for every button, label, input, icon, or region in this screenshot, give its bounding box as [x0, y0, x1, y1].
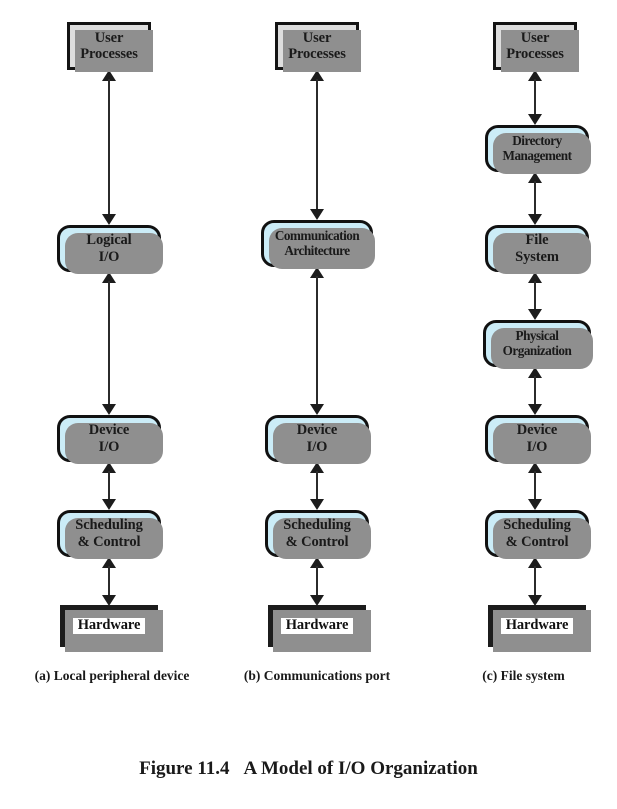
arrowhead-up-icon	[528, 172, 542, 183]
col-c-subcaption: (c) File system	[482, 668, 565, 683]
col-c-arrow-device-io-to-scheduling	[528, 462, 542, 510]
arrowhead-down-icon	[102, 499, 116, 510]
col-a-subcaption: (a) Local peripheral device	[34, 668, 190, 683]
arrowhead-down-icon	[528, 309, 542, 320]
node-label: User Processes	[288, 29, 346, 62]
node-label: Scheduling & Control	[75, 517, 143, 550]
col-a-node-hardware: Hardware	[60, 605, 163, 652]
arrowhead-down-icon	[528, 595, 542, 606]
col-c-node-file-system: File System	[485, 225, 591, 274]
arrowhead-down-icon	[310, 404, 324, 415]
arrowhead-down-icon	[310, 499, 324, 510]
arrowhead-down-icon	[102, 214, 116, 225]
arrowhead-down-icon	[102, 595, 116, 606]
arrowhead-up-icon	[102, 70, 116, 81]
node-label: Device I/O	[88, 422, 130, 455]
arrowhead-down-icon	[528, 114, 542, 125]
node-label: Device I/O	[296, 422, 338, 455]
node-label: Logical I/O	[86, 232, 132, 265]
col-b-node-communication-architecture: Communication Architecture	[261, 220, 375, 269]
arrowhead-up-icon	[102, 462, 116, 473]
arrow-shaft	[108, 471, 110, 501]
arrow-shaft	[316, 276, 318, 406]
col-b-arrow-user-processes-to-communication-architecture	[310, 70, 324, 220]
col-a-arrow-logical-io-to-device-io	[102, 272, 116, 415]
col-b-node-device-io: Device I/O	[265, 415, 371, 464]
node-label: Device I/O	[516, 422, 558, 455]
arrowhead-down-icon	[528, 499, 542, 510]
col-c-node-directory-management: Directory Management	[485, 125, 591, 174]
arrowhead-down-icon	[528, 404, 542, 415]
col-c-arrow-physical-organization-to-device-io	[528, 367, 542, 415]
arrowhead-up-icon	[310, 557, 324, 568]
col-c-arrow-file-system-to-physical-organization	[528, 272, 542, 320]
arrowhead-down-icon	[310, 595, 324, 606]
col-c-node-scheduling-control: Scheduling & Control	[485, 510, 591, 559]
arrowhead-up-icon	[528, 70, 542, 81]
col-b-subcaption: (b) Communications port	[243, 668, 391, 683]
arrow-shaft	[534, 376, 536, 406]
node-label: User Processes	[506, 29, 564, 62]
col-a-node-device-io: Device I/O	[57, 415, 163, 464]
col-a-arrow-device-io-to-scheduling	[102, 462, 116, 510]
col-c-node-hardware: Hardware	[488, 605, 591, 652]
node-label: Directory Management	[502, 132, 572, 163]
arrowhead-down-icon	[528, 214, 542, 225]
arrow-shaft	[316, 79, 318, 211]
col-a-arrow-scheduling-to-hardware	[102, 557, 116, 606]
arrowhead-up-icon	[528, 272, 542, 283]
arrowhead-up-icon	[310, 462, 324, 473]
col-a-node-user-processes: User Processes	[67, 22, 153, 72]
col-c-node-physical-organization: Physical Organization	[483, 320, 593, 369]
node-label: Hardware	[500, 617, 574, 635]
arrow-shaft	[534, 79, 536, 116]
arrow-shaft	[316, 566, 318, 597]
col-a-arrow-user-processes-to-logical-io	[102, 70, 116, 225]
figure-caption-number: Figure 11.4	[139, 758, 230, 779]
node-label: Scheduling & Control	[283, 517, 351, 550]
node-label: Hardware	[72, 617, 146, 635]
col-b-arrow-scheduling-to-hardware	[310, 557, 324, 606]
arrow-shaft	[108, 566, 110, 597]
node-label: Physical Organization	[502, 327, 572, 358]
col-b-arrow-device-io-to-scheduling	[310, 462, 324, 510]
arrow-shaft	[534, 281, 536, 311]
arrowhead-up-icon	[102, 272, 116, 283]
arrow-shaft	[534, 566, 536, 597]
arrowhead-up-icon	[528, 367, 542, 378]
arrowhead-up-icon	[310, 70, 324, 81]
col-c-arrow-directory-management-to-file-system	[528, 172, 542, 225]
col-b-arrow-communication-architecture-to-device-io	[310, 267, 324, 415]
col-c-node-device-io: Device I/O	[485, 415, 591, 464]
col-c-arrow-scheduling-to-hardware	[528, 557, 542, 606]
arrowhead-down-icon	[310, 209, 324, 220]
col-b-node-scheduling-control: Scheduling & Control	[265, 510, 371, 559]
arrow-shaft	[534, 181, 536, 216]
arrowhead-down-icon	[102, 404, 116, 415]
node-label: Communication Architecture	[274, 227, 360, 258]
arrow-shaft	[534, 471, 536, 501]
node-label: Hardware	[280, 617, 354, 635]
arrowhead-up-icon	[528, 557, 542, 568]
col-c-arrow-user-processes-to-directory-management	[528, 70, 542, 125]
node-label: File System	[515, 232, 559, 265]
node-label: Scheduling & Control	[503, 517, 571, 550]
col-b-node-user-processes: User Processes	[275, 22, 361, 72]
figure-caption-title: A Model of I/O Organization	[243, 758, 478, 779]
figure-caption: Figure 11.4 A Model of I/O Organization	[0, 758, 617, 780]
col-c-node-user-processes: User Processes	[493, 22, 579, 72]
col-a-node-logical-io: Logical I/O	[57, 225, 163, 274]
arrowhead-up-icon	[528, 462, 542, 473]
col-a-node-scheduling-control: Scheduling & Control	[57, 510, 163, 559]
col-b-node-hardware: Hardware	[268, 605, 371, 652]
arrow-shaft	[108, 79, 110, 216]
arrow-shaft	[108, 281, 110, 406]
node-label: User Processes	[80, 29, 138, 62]
arrowhead-up-icon	[102, 557, 116, 568]
arrow-shaft	[316, 471, 318, 501]
arrowhead-up-icon	[310, 267, 324, 278]
